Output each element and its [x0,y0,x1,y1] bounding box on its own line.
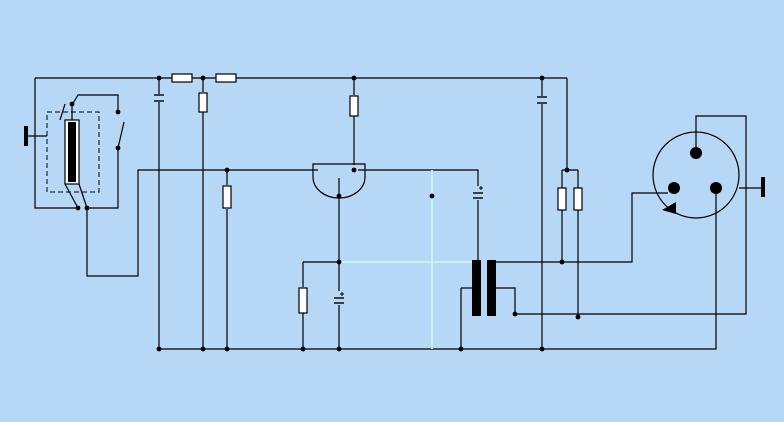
wire-capsule-right [87,150,119,209]
capsule-lead-side [59,103,66,121]
switch-blade [117,121,125,149]
wire-right-res-feed [561,78,579,317]
junction [224,346,230,352]
output-transformer [461,260,496,316]
resistor-r7 [557,187,567,211]
junction [200,346,206,352]
xlr-key [662,202,676,214]
resistor-r8 [573,187,583,211]
xlr-connector [652,131,765,219]
resistor-r3 [198,92,208,113]
junction [336,259,342,265]
junction [458,346,464,352]
resistor-r2 [215,73,237,83]
junction [156,346,162,352]
junction [336,193,342,199]
junction [575,314,581,320]
junction [75,205,81,211]
resistor-r4 [349,95,359,117]
junction [539,346,545,352]
tube-envelope [312,163,366,199]
junction [351,167,357,173]
xlr-ground-bar [761,177,765,197]
wire-bottom-rail [159,188,717,350]
capsule-enclosure [46,111,100,193]
junction [115,145,121,151]
xlr-pin-1 [690,147,702,159]
ground-terminal-left [24,126,47,146]
transformer-secondary-core [487,260,496,316]
junction [351,75,357,81]
junction [200,75,206,81]
junction [429,193,435,199]
junction [224,167,230,173]
junction [512,311,518,317]
wire-cathode-res [302,261,339,349]
junctions [69,75,581,352]
electrolytic-capacitors [334,186,483,304]
capsule-lead-diag-left [64,183,79,209]
junction [115,109,121,115]
capsule-lead-diag-right [78,183,88,209]
xlr-body [652,131,740,219]
junction [300,346,306,352]
microphone-capsule [46,103,100,209]
wire-left-loop [34,78,78,209]
junction [156,75,162,81]
resistor-r5 [222,185,232,209]
highlight-lines [339,170,478,349]
vacuum-tube [312,163,366,199]
junction [559,259,565,265]
xlr-pin-3 [710,182,722,194]
junction [69,101,75,107]
wire-capsule-top [71,94,119,112]
resistors [171,73,583,314]
ground-left-bar [24,126,28,146]
junction [84,205,90,211]
capacitors [154,94,547,104]
xlr-pin-2 [668,182,680,194]
wire-signal [86,169,318,277]
junction [564,167,570,173]
wire-plate [358,169,479,262]
resistor-r1 [171,73,193,83]
transformer-primary-core [472,260,481,316]
capsule-diaphragm-inner [68,122,76,182]
junction [336,346,342,352]
wire-transformer-secondary [496,115,747,315]
resistor-r6 [298,287,308,314]
junction [539,75,545,81]
capsule-switch [117,121,125,149]
